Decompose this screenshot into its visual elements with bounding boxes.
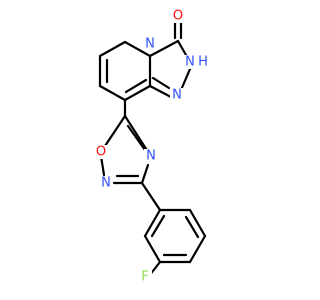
label-bg xyxy=(171,9,185,23)
bond-c6-c7 xyxy=(98,84,127,102)
bond-c3ox-phenyl xyxy=(140,181,162,212)
label-bg xyxy=(170,88,184,102)
nh-hydrogen-label: H xyxy=(198,55,208,70)
bridgehead-nitrogen-label: N xyxy=(145,37,155,52)
label-bg xyxy=(144,37,156,51)
atom-labels: O N N H N O N N F xyxy=(94,9,208,285)
triazole-nitrogen-label: N xyxy=(172,88,182,103)
bond-ph-3-4 xyxy=(188,234,207,264)
bond-c7-c8-double xyxy=(124,78,148,94)
bonds xyxy=(98,19,207,278)
bond-c5ox-o1 xyxy=(103,114,127,148)
label-bg xyxy=(144,149,158,163)
oxadiazole-oxygen-label: O xyxy=(96,145,106,160)
label-bg xyxy=(99,176,113,190)
nh-nitrogen-label: N xyxy=(185,55,195,70)
bond-n2-c3 xyxy=(176,39,188,57)
bond-c8a-n1-double xyxy=(151,76,171,90)
fluorine-label: F xyxy=(141,270,148,285)
bond-n-bridge-c5 xyxy=(98,40,127,58)
bond-c3-n-bridge xyxy=(148,39,180,58)
label-bg xyxy=(94,145,108,159)
bond-ph-6-1 xyxy=(143,208,162,238)
label-bg xyxy=(184,55,208,69)
oxadiazole-nitrogen-upper-label: N xyxy=(146,149,156,164)
bond-n4-c3ox xyxy=(140,163,150,185)
bond-ph-6-1-double xyxy=(150,214,166,238)
bond-c7-c8 xyxy=(123,84,152,102)
oxadiazole-nitrogen-lower-label: N xyxy=(101,176,111,191)
label-bg xyxy=(138,270,152,284)
bond-n2ox-o1 xyxy=(99,154,106,177)
bond-n1-n2 xyxy=(179,67,192,92)
molecule-structure-canvas: O N N H N O N N F xyxy=(94,9,208,285)
molecule-svg: O N N H N O N N F xyxy=(94,9,208,285)
bond-c8a-n-bridge xyxy=(123,40,152,58)
carbonyl-oxygen-label: O xyxy=(173,9,183,24)
bond-c5ox-n4 xyxy=(123,114,152,157)
bond-ph-5-6 xyxy=(143,234,162,264)
bond-c8a-n1 xyxy=(148,84,173,99)
bond-c5ox-n4-double xyxy=(126,124,147,152)
bond-ph-2-3-double xyxy=(184,215,200,239)
bond-ph-2-3 xyxy=(188,208,207,238)
